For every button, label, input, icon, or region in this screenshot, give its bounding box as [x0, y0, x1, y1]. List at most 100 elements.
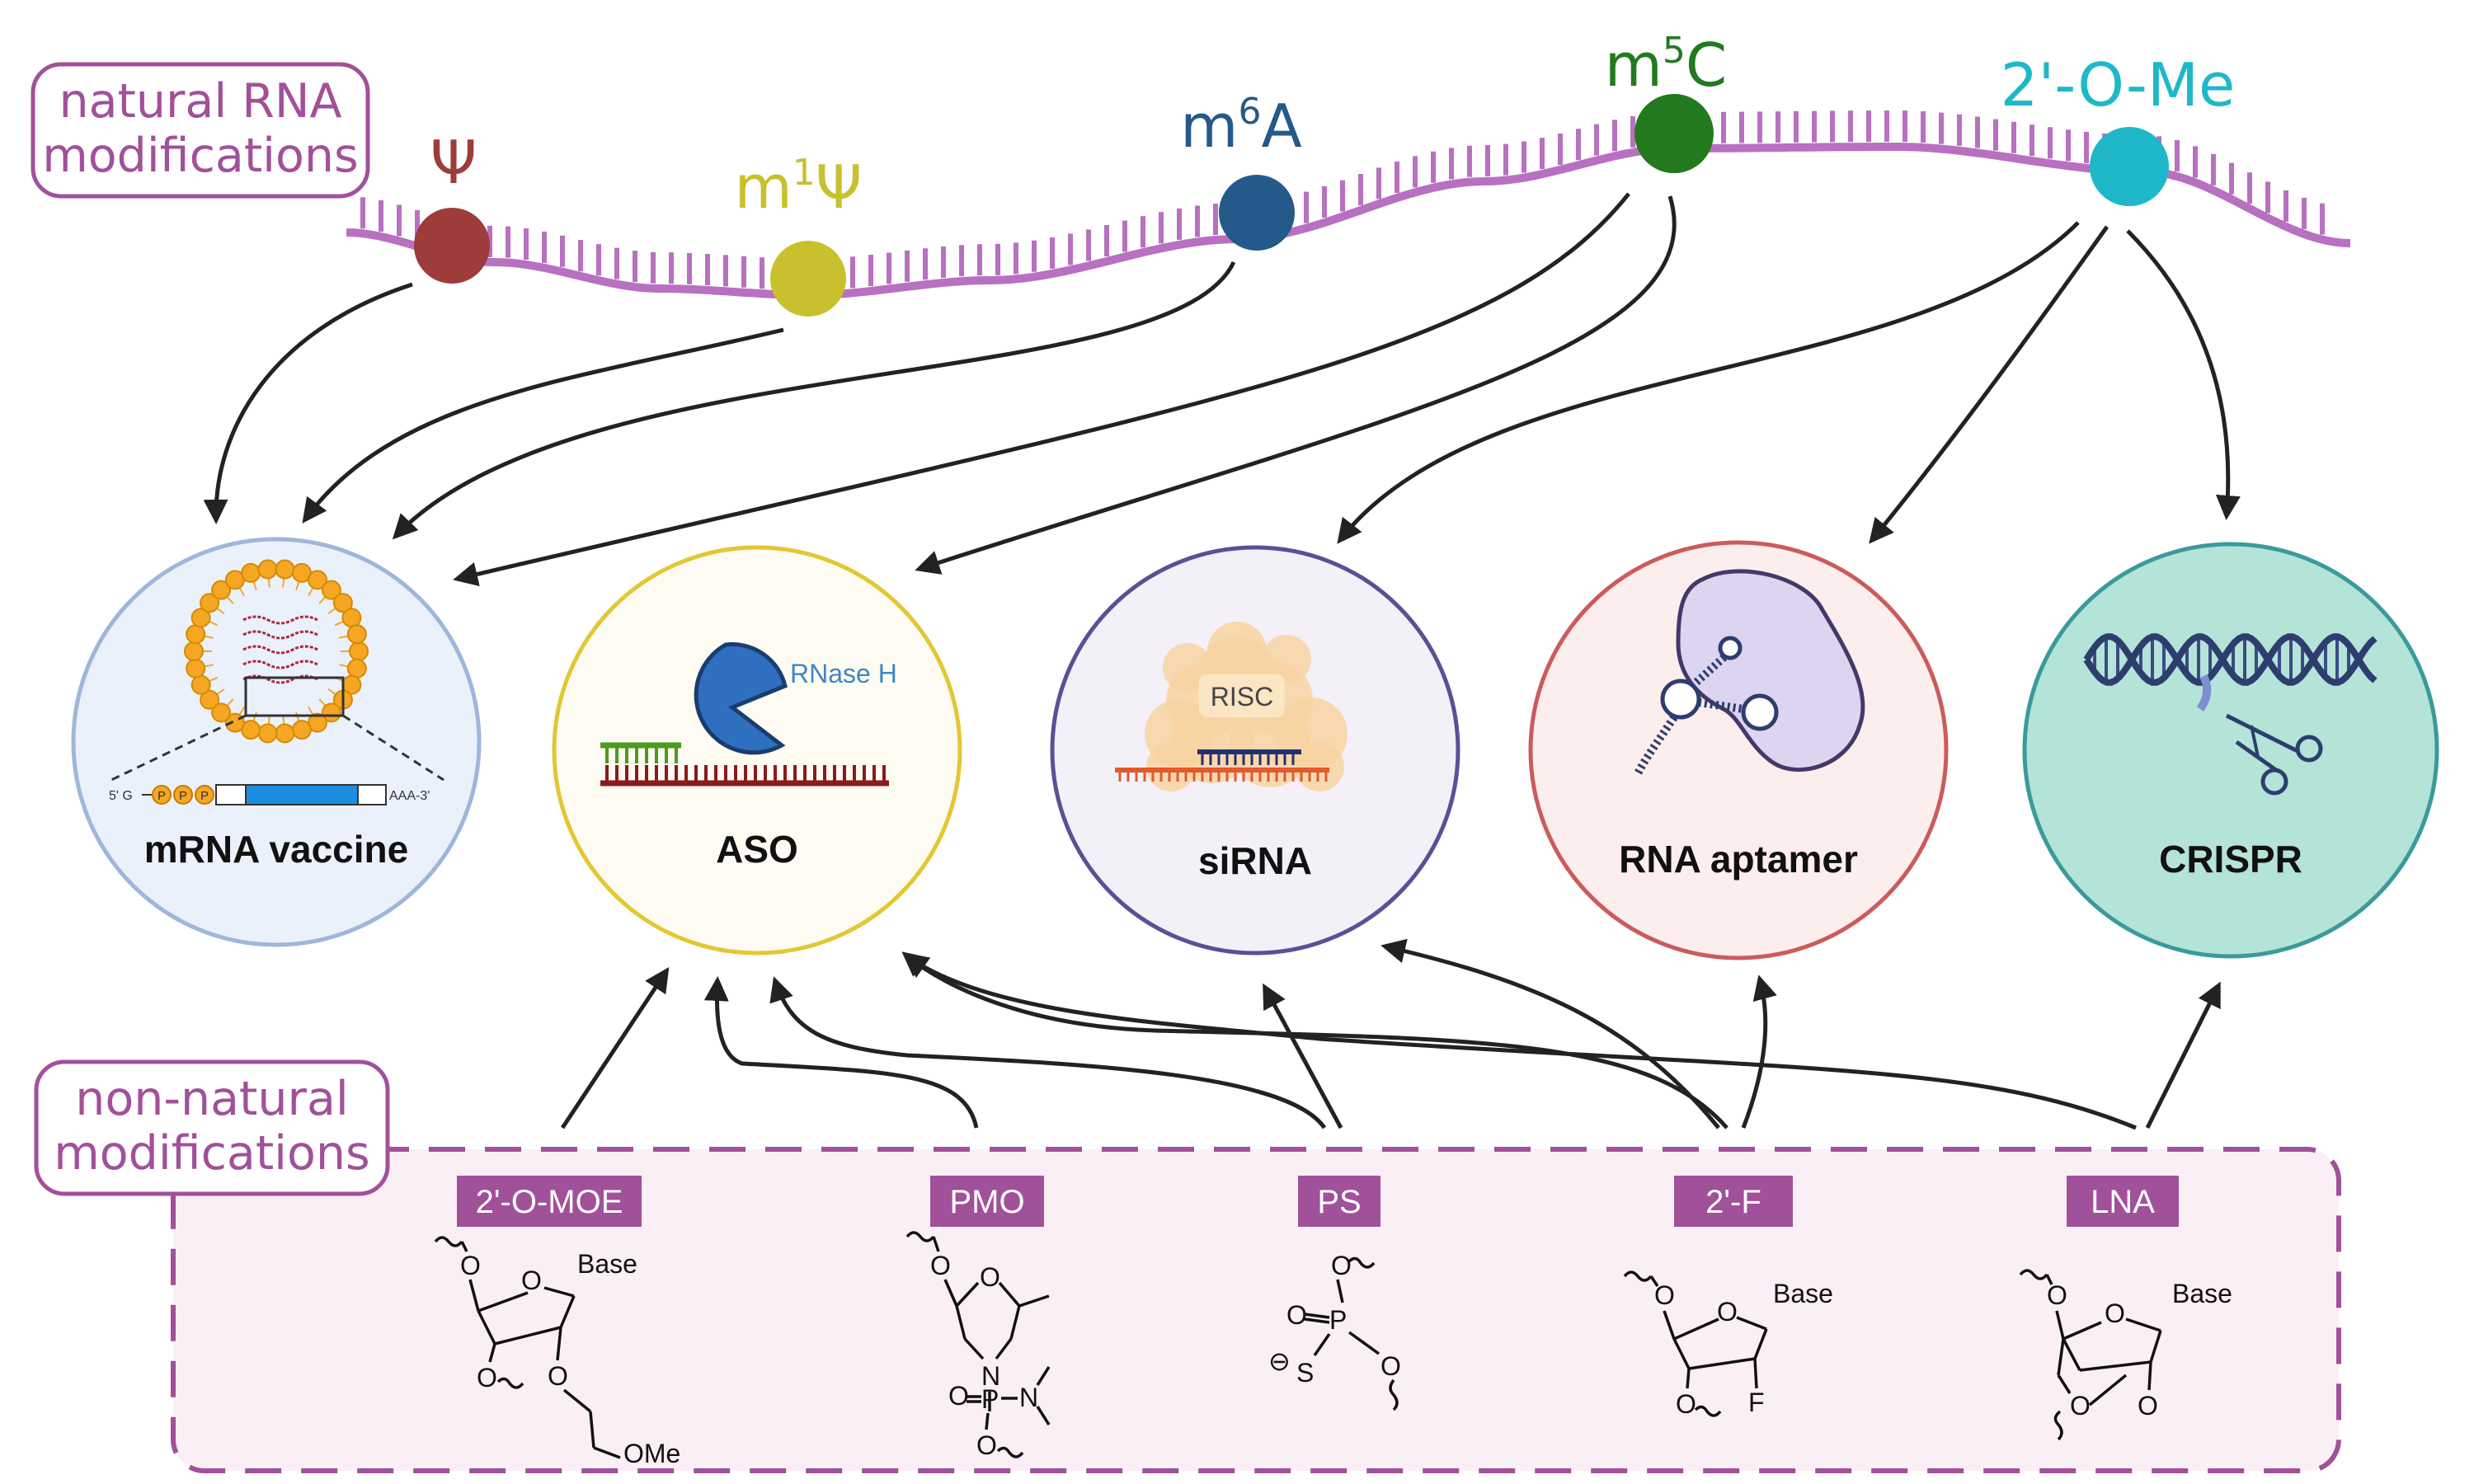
app-aso: RNase H ASO: [552, 545, 962, 956]
svg-text:O: O: [521, 1266, 542, 1295]
arrow-f-to-aso: [901, 951, 1729, 1129]
tag-2-f-text: 2'-F: [1705, 1184, 1761, 1220]
arrow-m1psi-to-mrna: [302, 327, 784, 524]
rnase-h-enzyme: [694, 642, 788, 755]
svg-text:O: O: [2138, 1391, 2158, 1421]
mrna-construct: 5' G P P P AAA-3': [109, 784, 430, 805]
cap-phosphate-3: [195, 785, 214, 805]
svg-text:O: O: [1654, 1280, 1675, 1310]
app-crispr: CRISPR: [2022, 542, 2439, 959]
nonnatural-title-line2: modifications: [54, 1126, 369, 1181]
aso-label: ASO: [716, 828, 798, 871]
app-rna-aptamer: RNA aptamer: [1528, 540, 1949, 960]
tag-ps-text: PS: [1317, 1184, 1361, 1220]
modification-psi: Ψ: [414, 128, 490, 284]
aptamer-label: RNA aptamer: [1619, 838, 1858, 881]
encapsulated-mrna: [242, 674, 318, 684]
arrow-psi-to-mrna: [203, 282, 413, 524]
lipid-head: [349, 641, 369, 661]
nonnatural-title-line1: non-natural: [75, 1072, 348, 1126]
risc-subunit: [1295, 742, 1344, 791]
natural-title-line2: modifications: [42, 129, 358, 183]
modification-m6a: m6A: [1180, 91, 1302, 251]
svg-text:O: O: [477, 1363, 497, 1392]
arrow-pmo-to-aso: [703, 976, 979, 1129]
lipid-head: [200, 689, 220, 710]
svg-text:F: F: [1748, 1388, 1765, 1417]
lipid-head: [211, 702, 232, 723]
scissors-icon: [2225, 713, 2323, 796]
lipid-head: [241, 562, 261, 583]
arrow-m6a-to-mrna: [392, 261, 1236, 540]
encapsulated-mrna: [242, 660, 318, 669]
arrow-ps-to-sirna: [1263, 983, 1343, 1129]
lipid-head: [341, 608, 362, 628]
svg-text:O: O: [2105, 1298, 2125, 1328]
psi-bead: [414, 208, 490, 284]
svg-text:Base: Base: [577, 1249, 637, 1279]
nonnatural-arrows: [560, 938, 2221, 1130]
tag-pmo: PMO: [930, 1176, 1044, 1227]
lipid-head: [190, 674, 211, 695]
arrow-f-to-sirna: [1380, 938, 1720, 1129]
structure-2-f: O O Base O F: [1623, 1270, 1833, 1419]
svg-text:O: O: [948, 1381, 969, 1411]
arrow-m5c-to-aso: [915, 195, 1677, 575]
structure-lna: O O Base O O: [2019, 1269, 2232, 1441]
mrna-vaccine-circle: [71, 537, 482, 947]
svg-text:N: N: [981, 1361, 1000, 1391]
lipid-head: [346, 624, 367, 645]
structure-2-o-moe: O O Base O O OMe: [434, 1236, 680, 1468]
svg-text:⊖: ⊖: [1268, 1346, 1291, 1376]
lipid-head: [346, 658, 367, 679]
arrow-lna-to-aso: [903, 953, 2137, 1130]
aptamer-structure: [1633, 636, 1779, 777]
coding-sequence: [245, 784, 359, 805]
risc-subunit: [1229, 705, 1311, 787]
arrow-ps-to-aso: [769, 976, 1327, 1129]
arrow-f-to-aptamer: [1741, 974, 1777, 1129]
lipid-head: [184, 641, 204, 661]
risc-label: RISC: [1211, 682, 1273, 711]
svg-text:P: P: [158, 789, 166, 803]
svg-text:O: O: [930, 1251, 951, 1280]
tag-lna-text: LNA: [2091, 1184, 2155, 1220]
arrow-ome-to-aptamer: [1869, 225, 2109, 544]
risc-subunit: [1146, 742, 1196, 791]
dna-strand-2: [2083, 633, 2378, 686]
svg-text:P: P: [981, 1384, 999, 1414]
svg-text:O: O: [2047, 1280, 2067, 1310]
lipid-head: [257, 723, 278, 744]
lipid-head: [291, 720, 312, 740]
m5c-label: m5C: [1605, 30, 1727, 100]
nonnatural-section: non-natural modifications 2'-O-MOE PMO P…: [34, 1059, 2341, 1473]
nonnatural-panel: [171, 1147, 2341, 1473]
lipid-head: [190, 608, 211, 628]
lipid-head: [321, 580, 341, 600]
arrow-lna-to-crispr: [2145, 981, 2221, 1129]
m5c-bead: [1634, 94, 1714, 173]
lipid-head: [211, 580, 232, 600]
rna-strand: [346, 110, 2351, 300]
svg-text:O: O: [1676, 1389, 1696, 1419]
svg-text:O: O: [1380, 1351, 1401, 1381]
arrow-m5c-to-mrna: [453, 192, 1630, 587]
ome-label: 2'-O-Me: [2001, 50, 2236, 120]
natural-arrows: [203, 192, 2241, 587]
svg-text:OMe: OMe: [623, 1439, 680, 1468]
svg-text:O: O: [1717, 1297, 1738, 1327]
svg-text:O: O: [980, 1262, 1000, 1292]
svg-text:P: P: [179, 789, 187, 803]
modification-2-o-me: 2'-O-Me: [2001, 50, 2236, 206]
m1psi-label: m1Ψ: [735, 152, 863, 222]
tag-ps: PS: [1298, 1176, 1380, 1227]
dna-strand-1: [2083, 633, 2378, 686]
svg-text:O: O: [1331, 1251, 1352, 1280]
arrow-moe-to-aso: [560, 966, 670, 1129]
nonnatural-modifications-label: non-natural modifications: [34, 1059, 390, 1196]
sirna-duplex: [1115, 749, 1329, 782]
three-utr: [357, 784, 387, 805]
m6a-label: m6A: [1180, 91, 1301, 161]
svg-text:O: O: [548, 1361, 568, 1391]
tag-2-o-moe-text: 2'-O-MOE: [476, 1184, 623, 1220]
